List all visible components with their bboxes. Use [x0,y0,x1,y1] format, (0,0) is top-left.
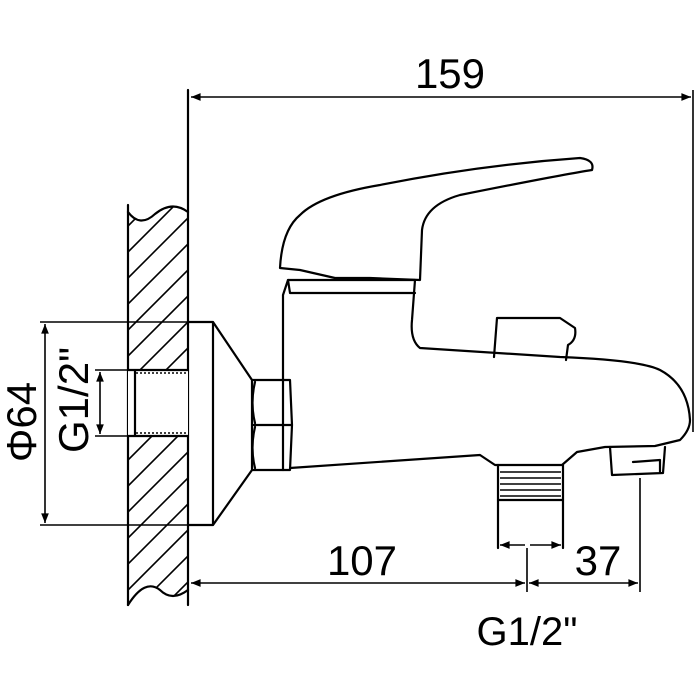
hatch-line [128,140,188,200]
dim-label-37: 37 [575,537,622,584]
hatch-line [128,206,188,253]
dim-label-107: 107 [327,537,397,584]
dim-overall [191,90,694,432]
hatch-line [128,243,188,305]
body-collar [286,278,417,295]
escutcheon [186,320,254,527]
lever-handle [278,156,594,282]
dim-label-outlet-thread: G1/2" [477,610,578,654]
wall-pipe-thread [126,368,190,438]
dim-label-overall: 159 [415,50,485,97]
wall-break-top [126,205,190,222]
hatch-line [128,451,188,513]
hatch-line [128,608,188,668]
spout-aerator [608,445,667,477]
hatch-line [128,269,188,331]
hatch-line [128,529,188,591]
dim-label-wall-thread: G1/2" [50,347,97,453]
hatch-line [128,581,188,605]
mixer-body [281,278,692,472]
diverter-knob [492,316,577,362]
hex-nut [250,378,294,472]
dim-left [40,321,188,526]
outlet-thread [496,463,565,550]
hatch-line [128,295,188,357]
hatch-line [128,477,188,539]
dim-bottom [191,478,641,592]
hatch-line [128,206,188,227]
hatch-line [128,217,188,279]
dim-label-escutcheon: Φ64 [0,382,45,462]
hatch-line [128,555,188,605]
wall-break-bottom [126,585,190,607]
hatch-line [128,503,188,565]
